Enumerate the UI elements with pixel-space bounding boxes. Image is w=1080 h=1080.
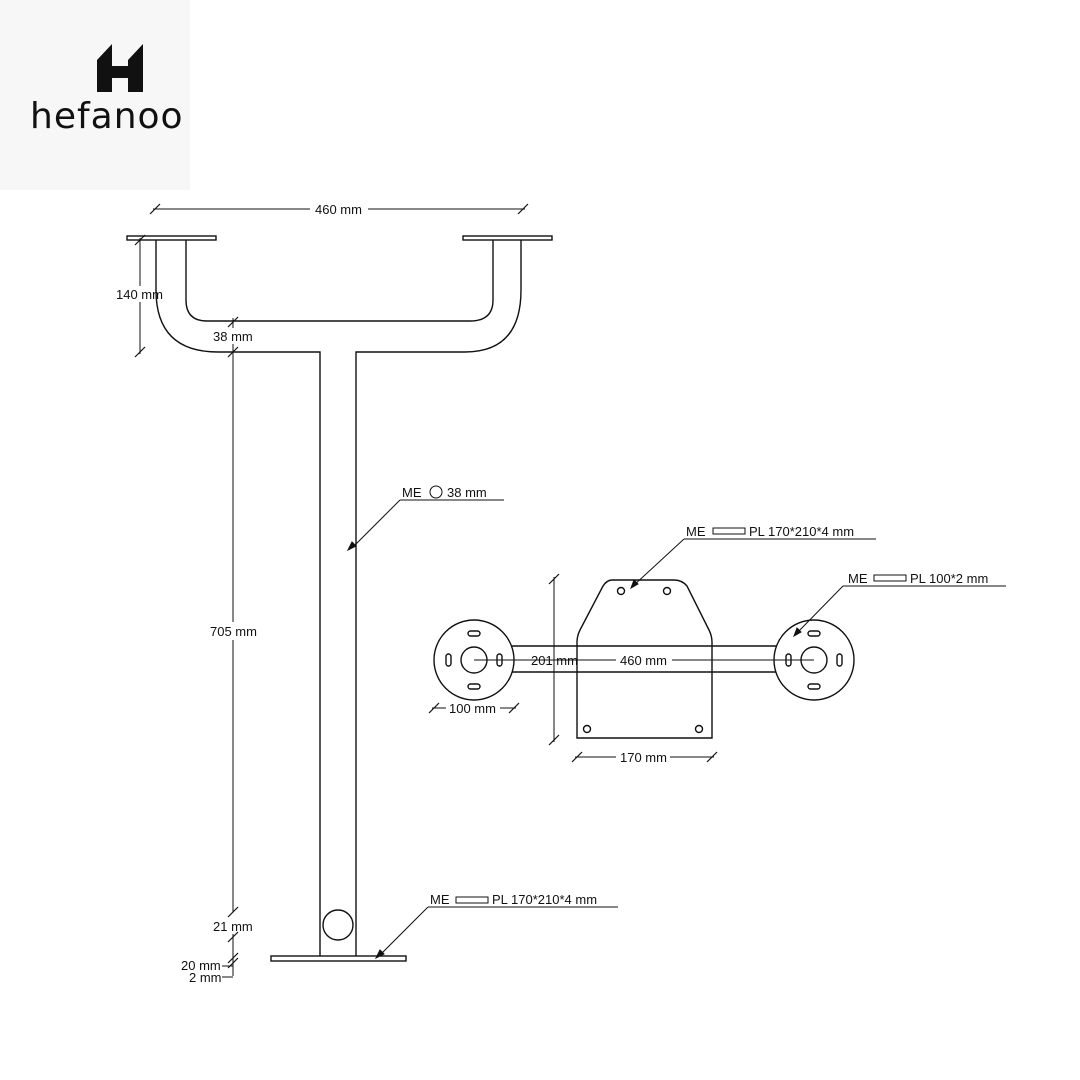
base-plate (270, 955, 407, 962)
disc-callout-text: PL 100*2 mm (910, 571, 988, 586)
post-hole (322, 909, 354, 941)
tube-diameter-label: 38 mm (213, 329, 253, 344)
lower-2-label: 2 mm (189, 970, 222, 985)
brand-name: hefanoo (30, 96, 184, 137)
plate-symbol-icon (873, 574, 907, 582)
plate-callout (630, 527, 876, 590)
top-dimensions (428, 573, 814, 763)
arm-height-label: 140 mm (116, 287, 163, 302)
side-width-label: 460 mm (315, 202, 362, 217)
base-callout-text: PL 170*210*4 mm (492, 892, 597, 907)
disc-diameter-label: 100 mm (449, 701, 496, 716)
top-span-label: 460 mm (620, 653, 667, 668)
plate-hole (582, 724, 592, 734)
top-plate (576, 579, 713, 739)
disc-callout-prefix: ME (848, 571, 868, 586)
brand-mark-icon (97, 44, 143, 92)
disc-callout (793, 574, 1006, 638)
top-height-label: 201 mm (531, 653, 578, 668)
plate-symbol-icon (455, 896, 489, 904)
post-height-label: 705 mm (210, 624, 257, 639)
post-callout (346, 485, 504, 552)
base-callout-prefix: ME (430, 892, 450, 907)
u-arm-outer (155, 240, 522, 956)
logo-panel (0, 0, 190, 190)
circle-symbol-icon (429, 485, 443, 499)
plate-symbol-icon (712, 527, 746, 535)
right-top-plate (462, 235, 553, 241)
lower-21-label: 21 mm (213, 919, 253, 934)
plate-callout-prefix: ME (686, 524, 706, 539)
plate-callout-text: PL 170*210*4 mm (749, 524, 854, 539)
plate-hole (662, 586, 672, 596)
side-dimensions (134, 203, 529, 978)
left-top-plate (126, 235, 217, 241)
plate-width-label: 170 mm (620, 750, 667, 765)
brand-logo: hefanoo (30, 44, 184, 137)
post-callout-text: 38 mm (447, 485, 487, 500)
side-view (126, 235, 553, 962)
post-callout-prefix: ME (402, 485, 422, 500)
plate-hole (616, 586, 626, 596)
plate-hole (694, 724, 704, 734)
lower-20-label: 20 mm (181, 958, 221, 973)
u-arm-inner (185, 240, 494, 322)
base-callout (374, 896, 618, 960)
